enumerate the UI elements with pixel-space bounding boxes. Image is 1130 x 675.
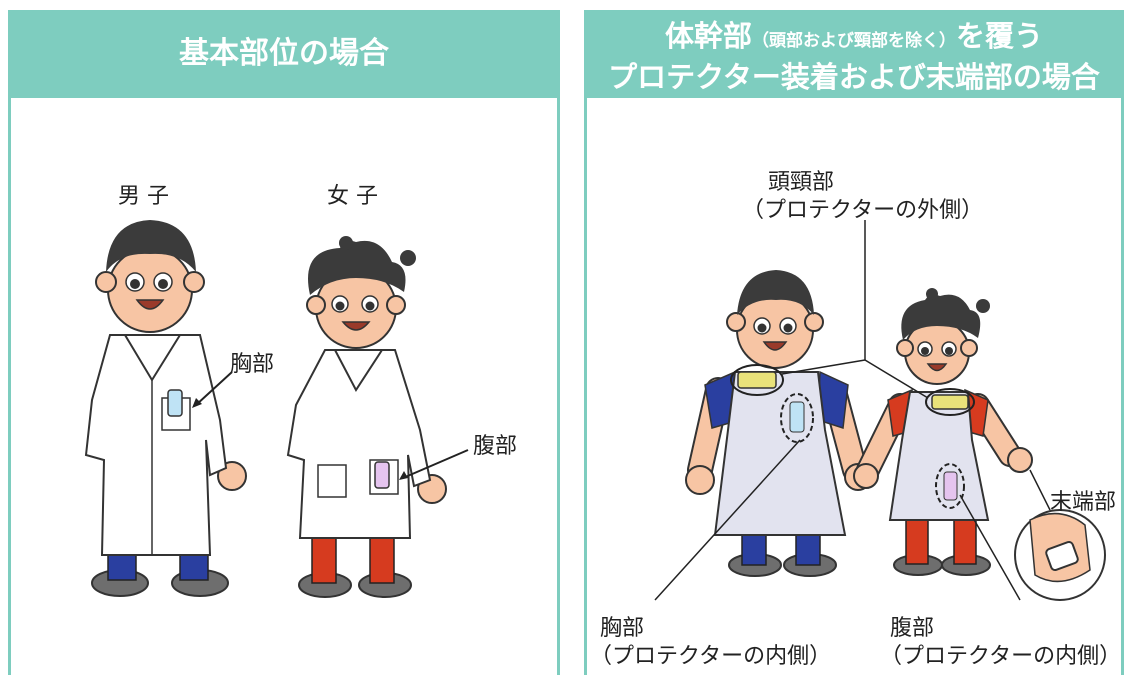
boy-protector-figure [685,270,872,577]
chest-label: 胸部 [230,352,275,377]
girl-protector-figure [853,288,1033,576]
trunk-chest-label: 胸部 [600,616,645,641]
header-covering-text: を覆う [956,19,1044,53]
head-neck-label: 頭頸部 [768,170,835,195]
basic-site-header: 基本部位の場合 [8,10,560,98]
male-figure [84,220,247,597]
header-trunk-text: 体幹部 [664,19,752,53]
extremity-label: 末端部 [1050,490,1117,515]
ring-badge-inset [1014,509,1106,601]
trunk-abdomen-label: 腹部 [890,616,935,641]
female-figure [286,236,469,598]
protector-header-line1: 体幹部（頭部および頸部を除く）を覆う [584,18,1124,59]
protector-header-line2: プロテクター装着および末端部の場合 [608,60,1100,94]
basic-site-panel: 基本部位の場合 [8,10,560,675]
header-excluding-note: （頭部および頸部を除く） [752,31,956,51]
head-neck-note: （プロテクターの外側） [742,198,984,223]
trunk-abdomen-note: （プロテクターの内側） [880,644,1122,669]
male-label: 男 子 [118,184,169,209]
female-label: 女 子 [327,184,378,209]
leader-lines [654,220,1051,601]
protector-header: 体幹部（頭部および頸部を除く）を覆う プロテクター装着および末端部の場合 [584,10,1124,98]
trunk-chest-note: （プロテクターの内側） [590,644,832,669]
abdomen-label: 腹部 [473,434,518,459]
